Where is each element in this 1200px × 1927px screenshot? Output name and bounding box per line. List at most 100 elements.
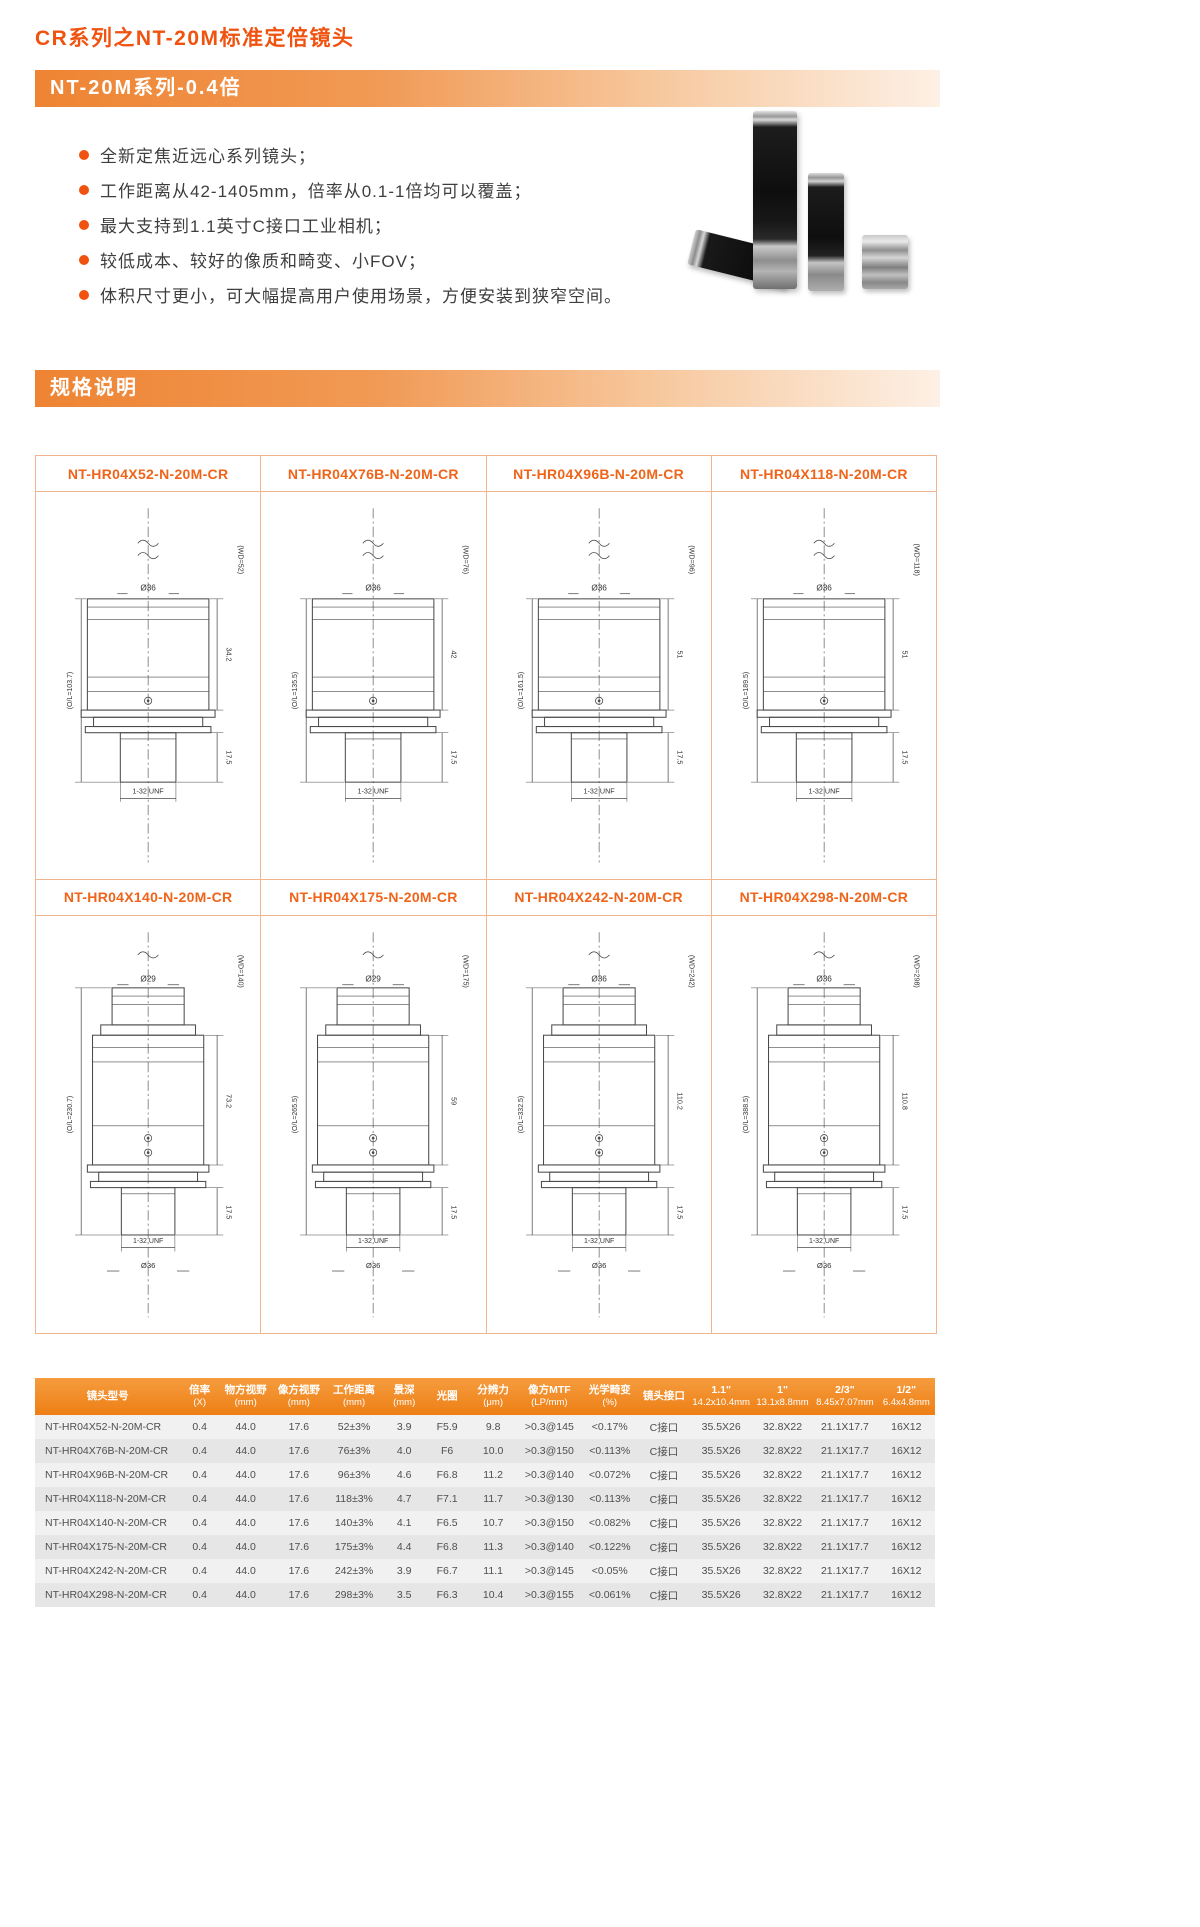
svg-text:Ø36: Ø36 <box>816 974 832 983</box>
table-cell: 32.8X22 <box>762 1565 803 1578</box>
feature-item: 较低成本、较好的像质和畸变、小FOV； <box>79 242 940 277</box>
svg-text:(O/L=265.5): (O/L=265.5) <box>292 1095 299 1133</box>
feature-item: 最大支持到1.1英寸C接口工业相机； <box>79 207 940 242</box>
svg-text:(O/L=388.5): (O/L=388.5) <box>743 1095 750 1133</box>
table-cell: 21.1X17.7 <box>820 1469 869 1482</box>
feature-text: 工作距离从42-1405mm，倍率从0.1-1倍均可以覆盖； <box>100 182 532 201</box>
table-cell: 35.5X26 <box>701 1469 741 1482</box>
table-cell: C接口 <box>649 1517 679 1530</box>
feature-text: 体积尺寸更小，可大幅提高用户使用场景，方便安装到狭窄空间。 <box>100 287 622 306</box>
table-cell: 0.4 <box>192 1565 207 1578</box>
page-title: CR系列之NT-20M标准定倍镜头 <box>35 27 355 50</box>
table-cell: 11.3 <box>483 1541 503 1554</box>
table-cell: 16X12 <box>891 1589 922 1602</box>
svg-text:(WD=175): (WD=175) <box>462 955 471 988</box>
feature-item: 工作距离从42-1405mm，倍率从0.1-1倍均可以覆盖； <box>79 172 940 207</box>
bullet-icon <box>79 289 89 300</box>
table-cell: NT-HR04X140-N-20M-CR <box>45 1517 167 1530</box>
table-cell: 0.4 <box>192 1517 207 1530</box>
table-header-cell: 1.1"14.2x10.4mm <box>689 1378 753 1416</box>
svg-text:1-32 UNF: 1-32 UNF <box>583 1238 613 1245</box>
drawing-model-label: NT-HR04X76B-N-20M-CR <box>261 456 487 492</box>
table-cell: 17.6 <box>288 1517 310 1530</box>
svg-text:(WD=242): (WD=242) <box>687 955 696 988</box>
table-cell: 11.2 <box>483 1469 503 1482</box>
table-cell: 4.7 <box>396 1493 412 1506</box>
lens-image-medium <box>808 173 844 291</box>
table-cell: 35.5X26 <box>701 1565 741 1578</box>
table-cell: 16X12 <box>891 1445 922 1458</box>
table-cell: 0.4 <box>192 1541 207 1554</box>
feature-text: 较低成本、较好的像质和畸变、小FOV； <box>100 252 426 271</box>
svg-text:17.5: 17.5 <box>450 750 459 764</box>
table-cell: 17.6 <box>288 1469 310 1482</box>
svg-text:Ø36: Ø36 <box>591 1261 606 1270</box>
table-header-cell: 镜头接口 <box>638 1378 690 1416</box>
table-cell: 32.8X22 <box>762 1493 803 1506</box>
svg-text:Ø36: Ø36 <box>141 1261 156 1270</box>
table-cell: 11.1 <box>483 1565 503 1578</box>
table-cell: C接口 <box>649 1421 679 1434</box>
table-cell: 4.4 <box>396 1541 412 1554</box>
table-cell: 32.8X22 <box>762 1589 803 1602</box>
table-cell: 298±3% <box>334 1589 374 1602</box>
table-cell: 4.0 <box>396 1445 412 1458</box>
table-header-cell: 1/2"6.4x4.8mm <box>877 1378 935 1416</box>
svg-text:Ø36: Ø36 <box>591 974 607 983</box>
bullet-icon <box>79 184 89 195</box>
table-cell: F6 <box>440 1445 454 1458</box>
table-cell: 16X12 <box>891 1493 922 1506</box>
drawing-model-label: NT-HR04X96B-N-20M-CR <box>486 456 712 492</box>
table-cell: 17.6 <box>288 1565 310 1578</box>
svg-text:17.5: 17.5 <box>675 1205 684 1219</box>
table-cell: 118±3% <box>335 1493 373 1506</box>
svg-text:(O/L=230.7): (O/L=230.7) <box>67 1095 74 1133</box>
svg-text:110.2: 110.2 <box>675 1092 684 1109</box>
product-photo <box>687 103 933 308</box>
table-cell: <0.122% <box>588 1541 631 1554</box>
table-cell: <0.072% <box>588 1469 631 1482</box>
svg-text:42: 42 <box>450 650 459 658</box>
drawing-model-label: NT-HR04X52-N-20M-CR <box>36 456 262 492</box>
series-banner: NT-20M系列-0.4倍 <box>35 70 940 107</box>
table-cell: 17.6 <box>288 1493 310 1506</box>
svg-text:(O/L=103.7): (O/L=103.7) <box>67 672 74 710</box>
table-cell: 0.4 <box>192 1493 207 1506</box>
table-cell: C接口 <box>649 1445 679 1458</box>
table-cell: 44.0 <box>235 1517 256 1530</box>
table-cell: NT-HR04X242-N-20M-CR <box>45 1565 167 1578</box>
svg-text:(WD=298): (WD=298) <box>912 955 921 988</box>
table-cell: 3.5 <box>396 1589 412 1602</box>
table-header-cell: 像方视野(mm) <box>272 1378 326 1416</box>
table-cell: 242±3% <box>334 1565 374 1578</box>
feature-item: 体积尺寸更小，可大幅提高用户使用场景，方便安装到狭窄空间。 <box>79 277 940 312</box>
table-header-cell: 像方MTF(LP/mm) <box>517 1378 582 1416</box>
bullet-icon <box>79 254 89 265</box>
table-cell: 76±3% <box>337 1445 371 1458</box>
spec-table: 镜头型号倍率(X)物方视野(mm)像方视野(mm)工作距离(mm)景深(mm)光… <box>35 1378 935 1608</box>
table-cell: >0.3@145 <box>524 1421 574 1434</box>
table-cell: <0.061% <box>588 1589 631 1602</box>
table-cell: >0.3@150 <box>524 1517 574 1530</box>
table-cell: >0.3@140 <box>524 1469 574 1482</box>
table-cell: 0.4 <box>192 1469 207 1482</box>
svg-text:1-32 UNF: 1-32 UNF <box>808 786 840 795</box>
table-cell: 35.5X26 <box>701 1421 741 1434</box>
table-cell: >0.3@130 <box>524 1493 574 1506</box>
table-cell: 44.0 <box>235 1421 256 1434</box>
drawing-model-label: NT-HR04X140-N-20M-CR <box>36 879 262 916</box>
table-cell: 17.6 <box>288 1541 310 1554</box>
